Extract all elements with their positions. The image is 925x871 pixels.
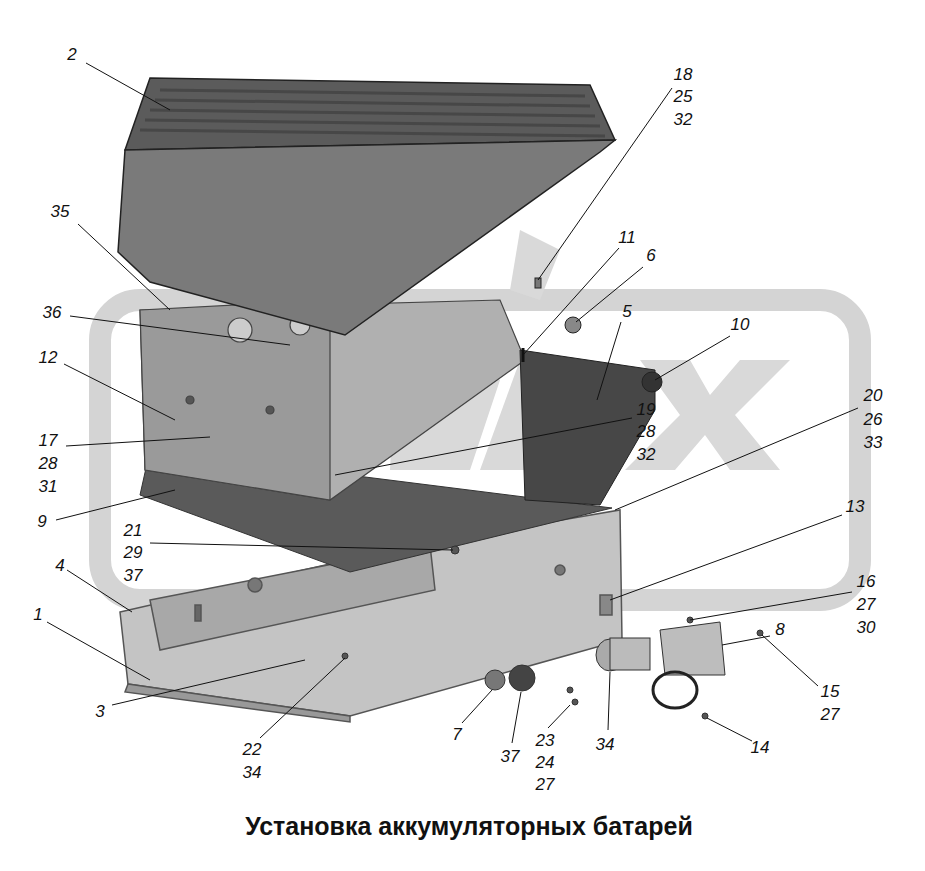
callout-number: 13 xyxy=(845,497,866,517)
callout-number: 30 xyxy=(856,618,877,638)
callout-number: 1 xyxy=(32,605,43,625)
callout-number: 17 xyxy=(38,431,59,451)
callout-number: 28 xyxy=(636,422,657,442)
callout-number: 22 xyxy=(242,740,263,760)
callout-number: 34 xyxy=(595,735,616,755)
battery-lid xyxy=(118,78,615,335)
callout-number: 34 xyxy=(242,763,263,783)
callout-number: 7 xyxy=(451,725,462,745)
callout-number: 8 xyxy=(774,620,785,640)
callout-number: 10 xyxy=(730,315,751,335)
callout-number: 16 xyxy=(856,572,877,592)
callout-number: 37 xyxy=(500,747,521,767)
callout-number: 27 xyxy=(856,595,877,615)
callout-number: 14 xyxy=(750,738,771,758)
callout-number: 20 xyxy=(863,386,884,406)
callout-number: 35 xyxy=(50,202,71,222)
callout-number: 21 xyxy=(123,521,144,541)
callout-number: 26 xyxy=(863,410,884,430)
callout-number: 11 xyxy=(617,228,637,248)
callout-number: 15 xyxy=(820,682,841,702)
callout-number: 5 xyxy=(621,302,632,322)
callout-number: 31 xyxy=(38,477,59,497)
callout-number: 29 xyxy=(123,543,144,563)
callout-number: 25 xyxy=(673,87,694,107)
callout-number: 33 xyxy=(863,433,884,453)
callout-number: 27 xyxy=(820,705,841,725)
callout-number: 23 xyxy=(535,731,556,751)
callout-number: 24 xyxy=(535,753,556,773)
callout-number: 32 xyxy=(636,445,657,465)
small-parts xyxy=(342,546,763,719)
callout-number: 28 xyxy=(38,454,59,474)
figure-caption: Установка аккумуляторных батарей xyxy=(245,812,693,841)
callout-number: 2 xyxy=(66,45,77,65)
callout-number: 6 xyxy=(645,246,656,266)
callout-number: 3 xyxy=(94,702,105,722)
leader-lines xyxy=(47,63,858,743)
callout-number: 36 xyxy=(42,303,63,323)
callout-number: 37 xyxy=(123,566,144,586)
callout-number: 32 xyxy=(673,110,694,130)
callout-number: 18 xyxy=(673,65,694,85)
bracket xyxy=(520,278,662,505)
callout-number: 4 xyxy=(54,556,65,576)
callout-number: 27 xyxy=(535,775,556,795)
callout-number: 12 xyxy=(38,348,59,368)
callout-number: 9 xyxy=(36,512,47,532)
callout-number: 19 xyxy=(636,400,657,420)
